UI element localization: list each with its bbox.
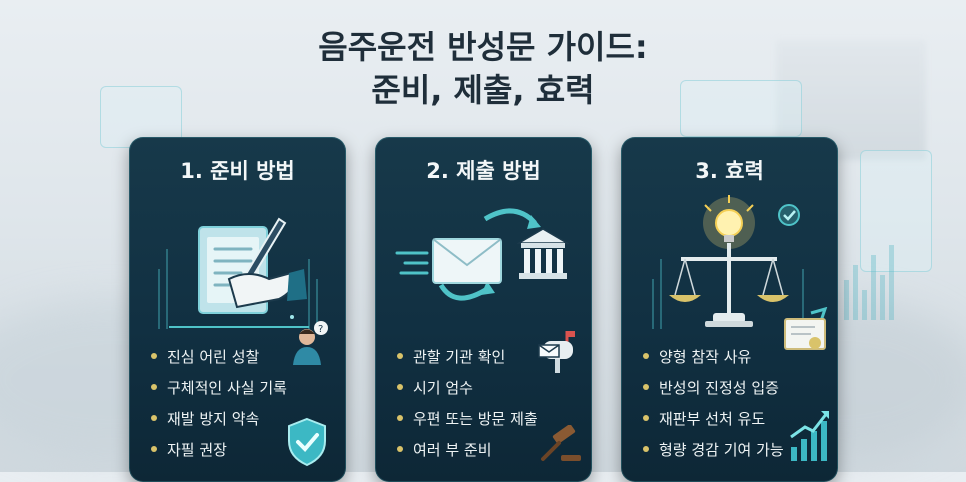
list-item-text: 우편 또는 방문 제출: [413, 409, 538, 428]
list-item: 재판부 선처 유도: [643, 405, 765, 431]
bullet-dot: [397, 446, 403, 452]
list-item-text: 양형 참작 사유: [659, 347, 752, 366]
document-pen-icon: [158, 217, 318, 329]
list-item: 진심 어린 성찰: [151, 343, 259, 369]
svg-text:?: ?: [318, 324, 323, 335]
bullet-dot: [643, 446, 649, 452]
list-item: 자필 권장: [151, 436, 227, 462]
bullet-dot: [151, 415, 157, 421]
background-holo-panel: [680, 80, 802, 137]
courthouse-icon: [516, 228, 570, 279]
justice-scale-icon: [652, 195, 804, 329]
list-item-text: 재판부 선처 유도: [659, 409, 766, 428]
card-title: 3. 효력: [695, 159, 764, 183]
list-item-text: 구체적인 사실 기록: [167, 378, 287, 397]
bullet-dot: [397, 353, 403, 359]
list-item: 양형 참작 사유: [643, 343, 751, 369]
bullet-dot: [151, 446, 157, 452]
bullet-dot: [151, 384, 157, 390]
page-title: 음주운전 반성문 가이드: 준비, 제출, 효력: [0, 26, 966, 112]
list-item-text: 여러 부 준비: [413, 440, 492, 459]
bullet-dot: [643, 353, 649, 359]
gavel-icon: [541, 425, 581, 461]
bullet-dot: [397, 384, 403, 390]
list-item: 반성의 진정성 입증: [643, 374, 779, 400]
list-item: 여러 부 준비: [397, 436, 492, 462]
list-item: 관할 기관 확인: [397, 343, 505, 369]
list-item-text: 시기 엄수: [413, 378, 473, 397]
list-item: 시기 엄수: [397, 374, 473, 400]
card-title: 1. 준비 방법: [180, 159, 295, 183]
title-line-2: 준비, 제출, 효력: [371, 71, 595, 109]
shield-check-icon: [288, 417, 326, 467]
trend-arrow-icon: [790, 411, 829, 461]
list-item-text: 반성의 진정성 입증: [659, 378, 779, 397]
list-item: 형량 경감 기여 가능: [643, 436, 784, 462]
list-item: 구체적인 사실 기록: [151, 374, 287, 400]
mailbox-icon: [538, 331, 575, 373]
list-item-text: 형량 경감 기여 가능: [659, 440, 784, 459]
background-bar-graph: [844, 245, 894, 320]
bullet-dot: [643, 384, 649, 390]
title-line-1: 음주운전 반성문 가이드:: [318, 28, 648, 66]
list-item-text: 관할 기관 확인: [413, 347, 506, 366]
bullet-dot: [643, 415, 649, 421]
certificate-icon: [784, 307, 828, 350]
card-title: 2. 제출 방법: [426, 159, 541, 183]
card-preparation: 1. 준비 방법 진심 어린 성찰 구체적인 사실 기록 재발 방지 약속 자필…: [129, 137, 346, 482]
envelope-icon: [395, 208, 541, 301]
bullet-dot: [397, 415, 403, 421]
list-item: 재발 방지 약속: [151, 405, 259, 431]
card-effect: 3. 효력 양형 참작 사유 반성의 진정성 입증 재판부 선처 유도: [621, 137, 838, 482]
bullet-dot: [151, 353, 157, 359]
list-item-text: 재발 방지 약속: [167, 409, 260, 428]
list-item-text: 진심 어린 성찰: [167, 347, 260, 366]
person-question-icon: ?: [293, 321, 328, 365]
list-item-text: 자필 권장: [167, 440, 227, 459]
card-submission: 2. 제출 방법 관할 기관 확인 시기 엄수 우편 또는 방문 제출 여러 부…: [375, 137, 592, 482]
list-item: 우편 또는 방문 제출: [397, 405, 538, 431]
background-holo-panel: [860, 150, 932, 272]
